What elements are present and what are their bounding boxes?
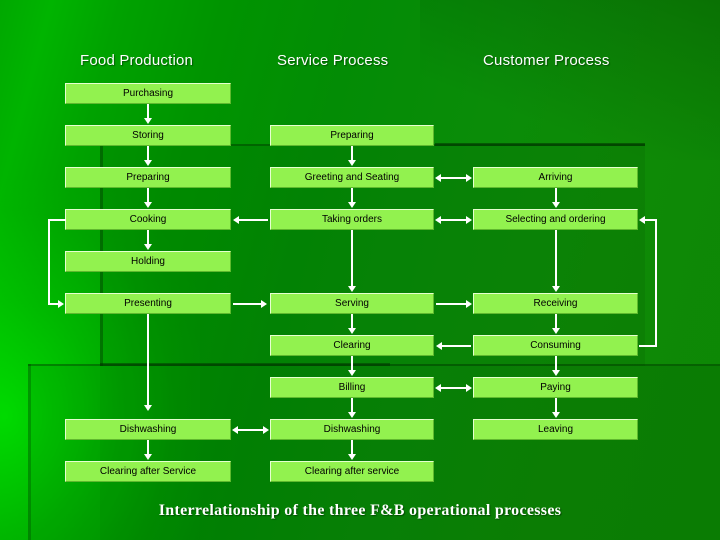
connector-greeting-to-taking-orders: [351, 188, 353, 203]
box-preparing-service-process[interactable]: Preparing: [270, 125, 434, 146]
arrowhead-greeting-down: [348, 160, 356, 166]
arrowhead-holding-down: [144, 244, 152, 250]
connector-billing-to-dishwashing-sp: [351, 398, 353, 413]
arrowhead-clearing-left: [436, 342, 442, 350]
arrowhead-dishwashing-fp-down: [144, 405, 152, 411]
box-billing[interactable]: Billing: [270, 377, 434, 398]
connector-dishwashing-sp-to-clearing-sp: [351, 440, 353, 455]
connector-dishwashing-dishwashing: [238, 429, 265, 431]
connector-presenting-to-serving: [233, 303, 262, 305]
arrowhead-receiving-down: [552, 286, 560, 292]
arrowhead-selecting-loop-left: [639, 216, 645, 224]
box-serving[interactable]: Serving: [270, 293, 434, 314]
connector-clearing-to-billing: [351, 356, 353, 371]
connector-presenting-to-dishwashing: [147, 314, 149, 406]
connector-consuming-loop-top: [645, 219, 657, 221]
connector-preparing-sp-to-greeting: [351, 146, 353, 161]
box-receiving[interactable]: Receiving: [473, 293, 638, 314]
connector-consuming-to-paying: [555, 356, 557, 371]
arrowhead-presenting-right: [58, 300, 64, 308]
slide-caption: Interrelationship of the three F&B opera…: [158, 502, 562, 519]
box-taking-orders[interactable]: Taking orders: [270, 209, 434, 230]
box-clearing-after-service-food-production[interactable]: Clearing after Service: [65, 461, 231, 482]
connector-serving-to-clearing: [351, 314, 353, 329]
connector-preparing-to-cooking: [147, 188, 149, 203]
arrowhead-billing-down: [348, 370, 356, 376]
box-arriving[interactable]: Arriving: [473, 167, 638, 188]
connector-serving-to-receiving: [436, 303, 467, 305]
connector-dishwashing-to-clearing-fp: [147, 440, 149, 455]
arrowhead-clearing-after-service-sp-down: [348, 454, 356, 460]
arrowhead-dishwashing-fp-left: [232, 426, 238, 434]
box-cooking[interactable]: Cooking: [65, 209, 231, 230]
connector-selecting-to-receiving: [555, 230, 557, 287]
box-purchasing[interactable]: Purchasing: [65, 83, 231, 104]
connector-storing-to-preparing: [147, 146, 149, 161]
arrowhead-greeting-left: [435, 174, 441, 182]
arrowhead-billing-left: [435, 384, 441, 392]
connector-consuming-to-clearing: [442, 345, 471, 347]
arrowhead-storing-down: [144, 118, 152, 124]
arrowhead-serving-right: [261, 300, 267, 308]
box-clearing-after-service-service-process[interactable]: Clearing after service: [270, 461, 434, 482]
connector-taking-orders-selecting: [440, 219, 467, 221]
arrowhead-clearing-down: [348, 328, 356, 334]
box-clearing[interactable]: Clearing: [270, 335, 434, 356]
connector-greeting-arriving: [440, 177, 467, 179]
column-heading-customer-process: Customer Process: [483, 52, 610, 69]
arrowhead-preparing-fp-down: [144, 160, 152, 166]
column-heading-food-production: Food Production: [80, 52, 194, 69]
box-paying[interactable]: Paying: [473, 377, 638, 398]
arrowhead-arriving-right: [466, 174, 472, 182]
arrowhead-clearing-after-service-fp-down: [144, 454, 152, 460]
arrowhead-receiving-right: [466, 300, 472, 308]
box-preparing-food-production[interactable]: Preparing: [65, 167, 231, 188]
arrowhead-selecting-right: [466, 216, 472, 224]
arrowhead-dishwashing-sp-right: [263, 426, 269, 434]
connector-purchasing-to-storing: [147, 104, 149, 119]
arrowhead-cooking-down: [144, 202, 152, 208]
box-storing[interactable]: Storing: [65, 125, 231, 146]
box-dishwashing-service-process[interactable]: Dishwashing: [270, 419, 434, 440]
connector-cooking-loop-top: [48, 219, 66, 221]
box-selecting-and-ordering[interactable]: Selecting and ordering: [473, 209, 638, 230]
arrowhead-paying-right: [466, 384, 472, 392]
arrowhead-selecting-down: [552, 202, 560, 208]
connector-receiving-to-consuming: [555, 314, 557, 329]
arrowhead-consuming-down: [552, 328, 560, 334]
arrowhead-serving-down: [348, 286, 356, 292]
box-presenting[interactable]: Presenting: [65, 293, 231, 314]
connector-taking-orders-to-serving: [351, 230, 353, 287]
connector-cooking-loop-bottom: [48, 303, 60, 305]
column-heading-service-process: Service Process: [277, 52, 389, 69]
arrowhead-taking-orders-left: [435, 216, 441, 224]
box-greeting-and-seating[interactable]: Greeting and Seating: [270, 167, 434, 188]
connector-taking-orders-to-cooking: [239, 219, 268, 221]
connector-cooking-to-holding: [147, 230, 149, 245]
arrowhead-paying-down: [552, 370, 560, 376]
arrowhead-leaving-down: [552, 412, 560, 418]
connector-consuming-loop-side: [655, 219, 657, 347]
box-holding[interactable]: Holding: [65, 251, 231, 272]
connector-consuming-loop-bottom: [639, 345, 657, 347]
box-consuming[interactable]: Consuming: [473, 335, 638, 356]
connector-paying-to-leaving: [555, 398, 557, 413]
connector-cooking-loop-side: [48, 219, 50, 304]
arrowhead-taking-orders-down: [348, 202, 356, 208]
box-leaving[interactable]: Leaving: [473, 419, 638, 440]
arrowhead-cooking-left: [233, 216, 239, 224]
connector-arriving-to-selecting: [555, 188, 557, 203]
connector-billing-paying: [440, 387, 467, 389]
box-dishwashing-food-production[interactable]: Dishwashing: [65, 419, 231, 440]
arrowhead-dishwashing-sp-down: [348, 412, 356, 418]
